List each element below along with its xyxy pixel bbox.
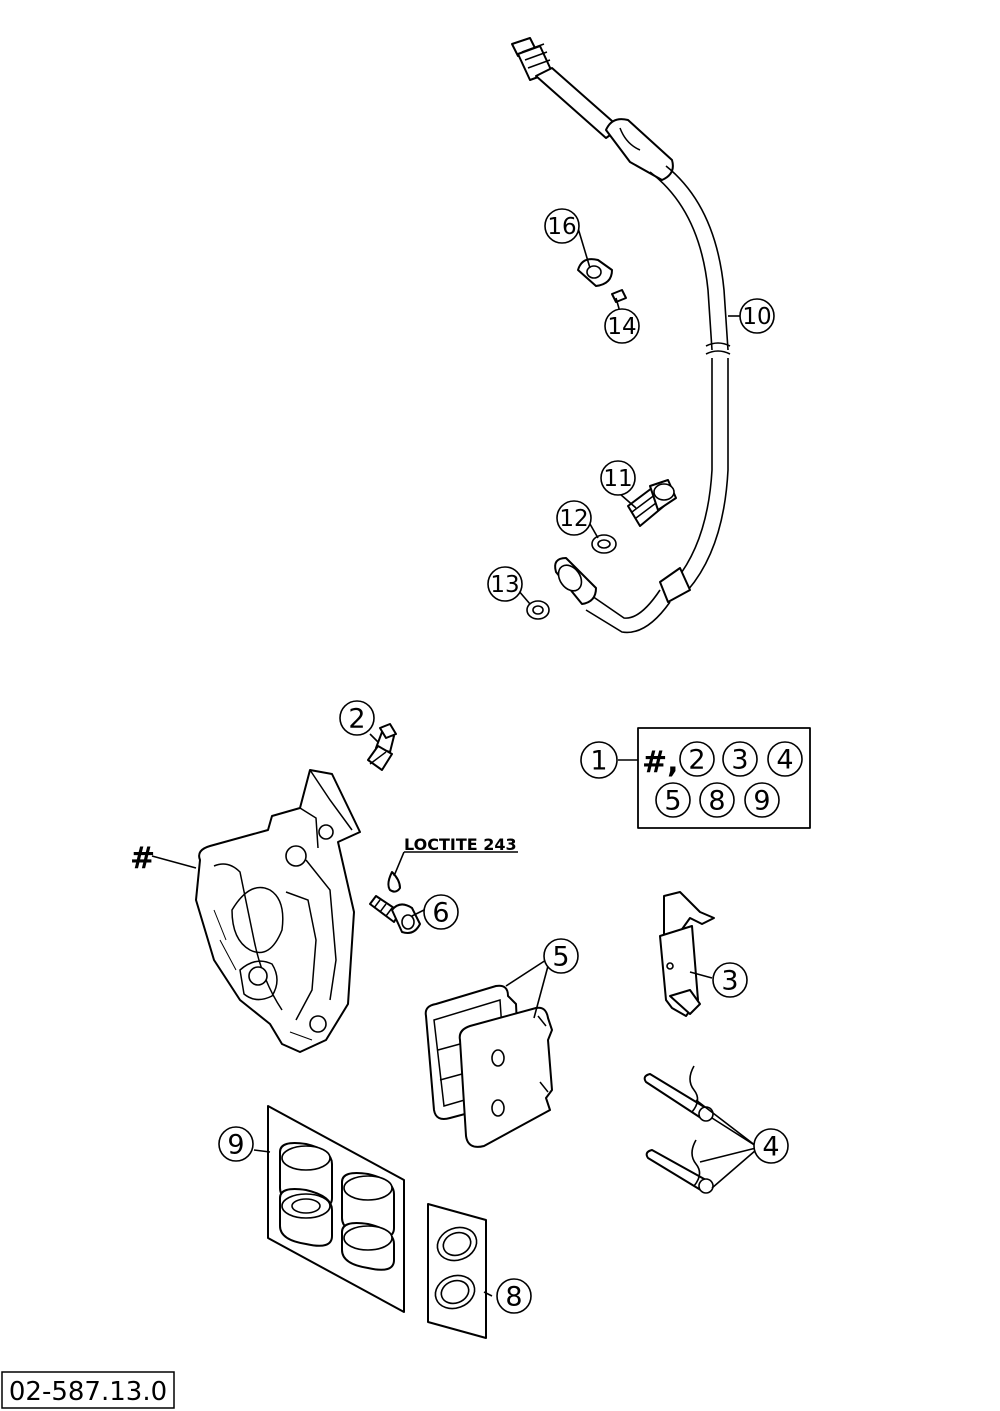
svg-text:10: 10 bbox=[742, 304, 771, 330]
brake-pads bbox=[424, 984, 553, 1148]
svg-text:12: 12 bbox=[559, 506, 588, 532]
kit-item-3: 3 bbox=[731, 745, 748, 776]
svg-text:14: 14 bbox=[607, 314, 636, 340]
svg-text:13: 13 bbox=[490, 572, 519, 598]
kit-item-5: 5 bbox=[664, 786, 681, 817]
callout-3: 3 bbox=[712, 962, 748, 998]
clamp-screw bbox=[611, 289, 627, 303]
piston bbox=[341, 1222, 395, 1271]
loctite-label: LOCTITE 243 bbox=[404, 835, 517, 854]
svg-text:16: 16 bbox=[547, 214, 576, 240]
callout-1: 1 bbox=[580, 741, 618, 779]
svg-text:9: 9 bbox=[227, 1130, 244, 1161]
washer-13 bbox=[526, 600, 550, 620]
svg-text:11: 11 bbox=[603, 466, 632, 492]
callout-6: 6 bbox=[423, 894, 459, 930]
banjo-bolt bbox=[627, 479, 677, 527]
drawing-number: 02-587.13.0 bbox=[9, 1377, 167, 1407]
svg-text:6: 6 bbox=[432, 898, 449, 929]
pad-spring bbox=[659, 891, 715, 1017]
kit-item-2: 2 bbox=[688, 745, 705, 776]
brake-hose bbox=[511, 37, 731, 634]
callout-12: 12 bbox=[556, 500, 592, 536]
kit-prefix: #, bbox=[642, 745, 679, 780]
svg-text:4: 4 bbox=[762, 1132, 779, 1163]
callout-13: 13 bbox=[487, 566, 523, 602]
callout-10: 10 bbox=[739, 298, 775, 334]
svg-text:5: 5 bbox=[552, 942, 569, 973]
washer-12 bbox=[591, 534, 617, 554]
callout-8: 8 bbox=[496, 1278, 532, 1314]
seal-ring bbox=[434, 1274, 476, 1310]
kit-item-9: 9 bbox=[753, 786, 770, 817]
seal-kit bbox=[427, 1203, 487, 1339]
callout-5: 5 bbox=[543, 938, 579, 974]
piston-kit bbox=[267, 1105, 405, 1313]
kit-box: #, 2 3 4 5 8 9 bbox=[637, 727, 811, 829]
callout-9: 9 bbox=[218, 1126, 254, 1162]
brake-caliper-body bbox=[195, 769, 361, 1053]
hose-clamp bbox=[577, 258, 613, 287]
drawing-number-box: 02-587.13.0 bbox=[1, 1371, 175, 1409]
svg-text:3: 3 bbox=[721, 966, 738, 997]
callout-16: 16 bbox=[544, 208, 580, 244]
bleeder-screw bbox=[367, 723, 397, 771]
piston bbox=[279, 1188, 333, 1247]
callout-14: 14 bbox=[604, 308, 640, 344]
leader-lines bbox=[151, 227, 757, 1297]
callout-11: 11 bbox=[600, 460, 636, 496]
svg-text:8: 8 bbox=[505, 1282, 522, 1313]
pad-pins bbox=[643, 1065, 714, 1194]
piston bbox=[341, 1172, 395, 1239]
seal-ring bbox=[436, 1226, 478, 1262]
callout-1-number: 1 bbox=[590, 746, 607, 777]
kit-item-8: 8 bbox=[708, 786, 725, 817]
callout-2: 2 bbox=[339, 700, 375, 736]
svg-text:2: 2 bbox=[348, 704, 365, 735]
mounting-screw bbox=[369, 871, 421, 934]
kit-item-4: 4 bbox=[776, 745, 793, 776]
caliper-hash-label: # bbox=[130, 841, 155, 876]
callout-4: 4 bbox=[753, 1128, 789, 1164]
